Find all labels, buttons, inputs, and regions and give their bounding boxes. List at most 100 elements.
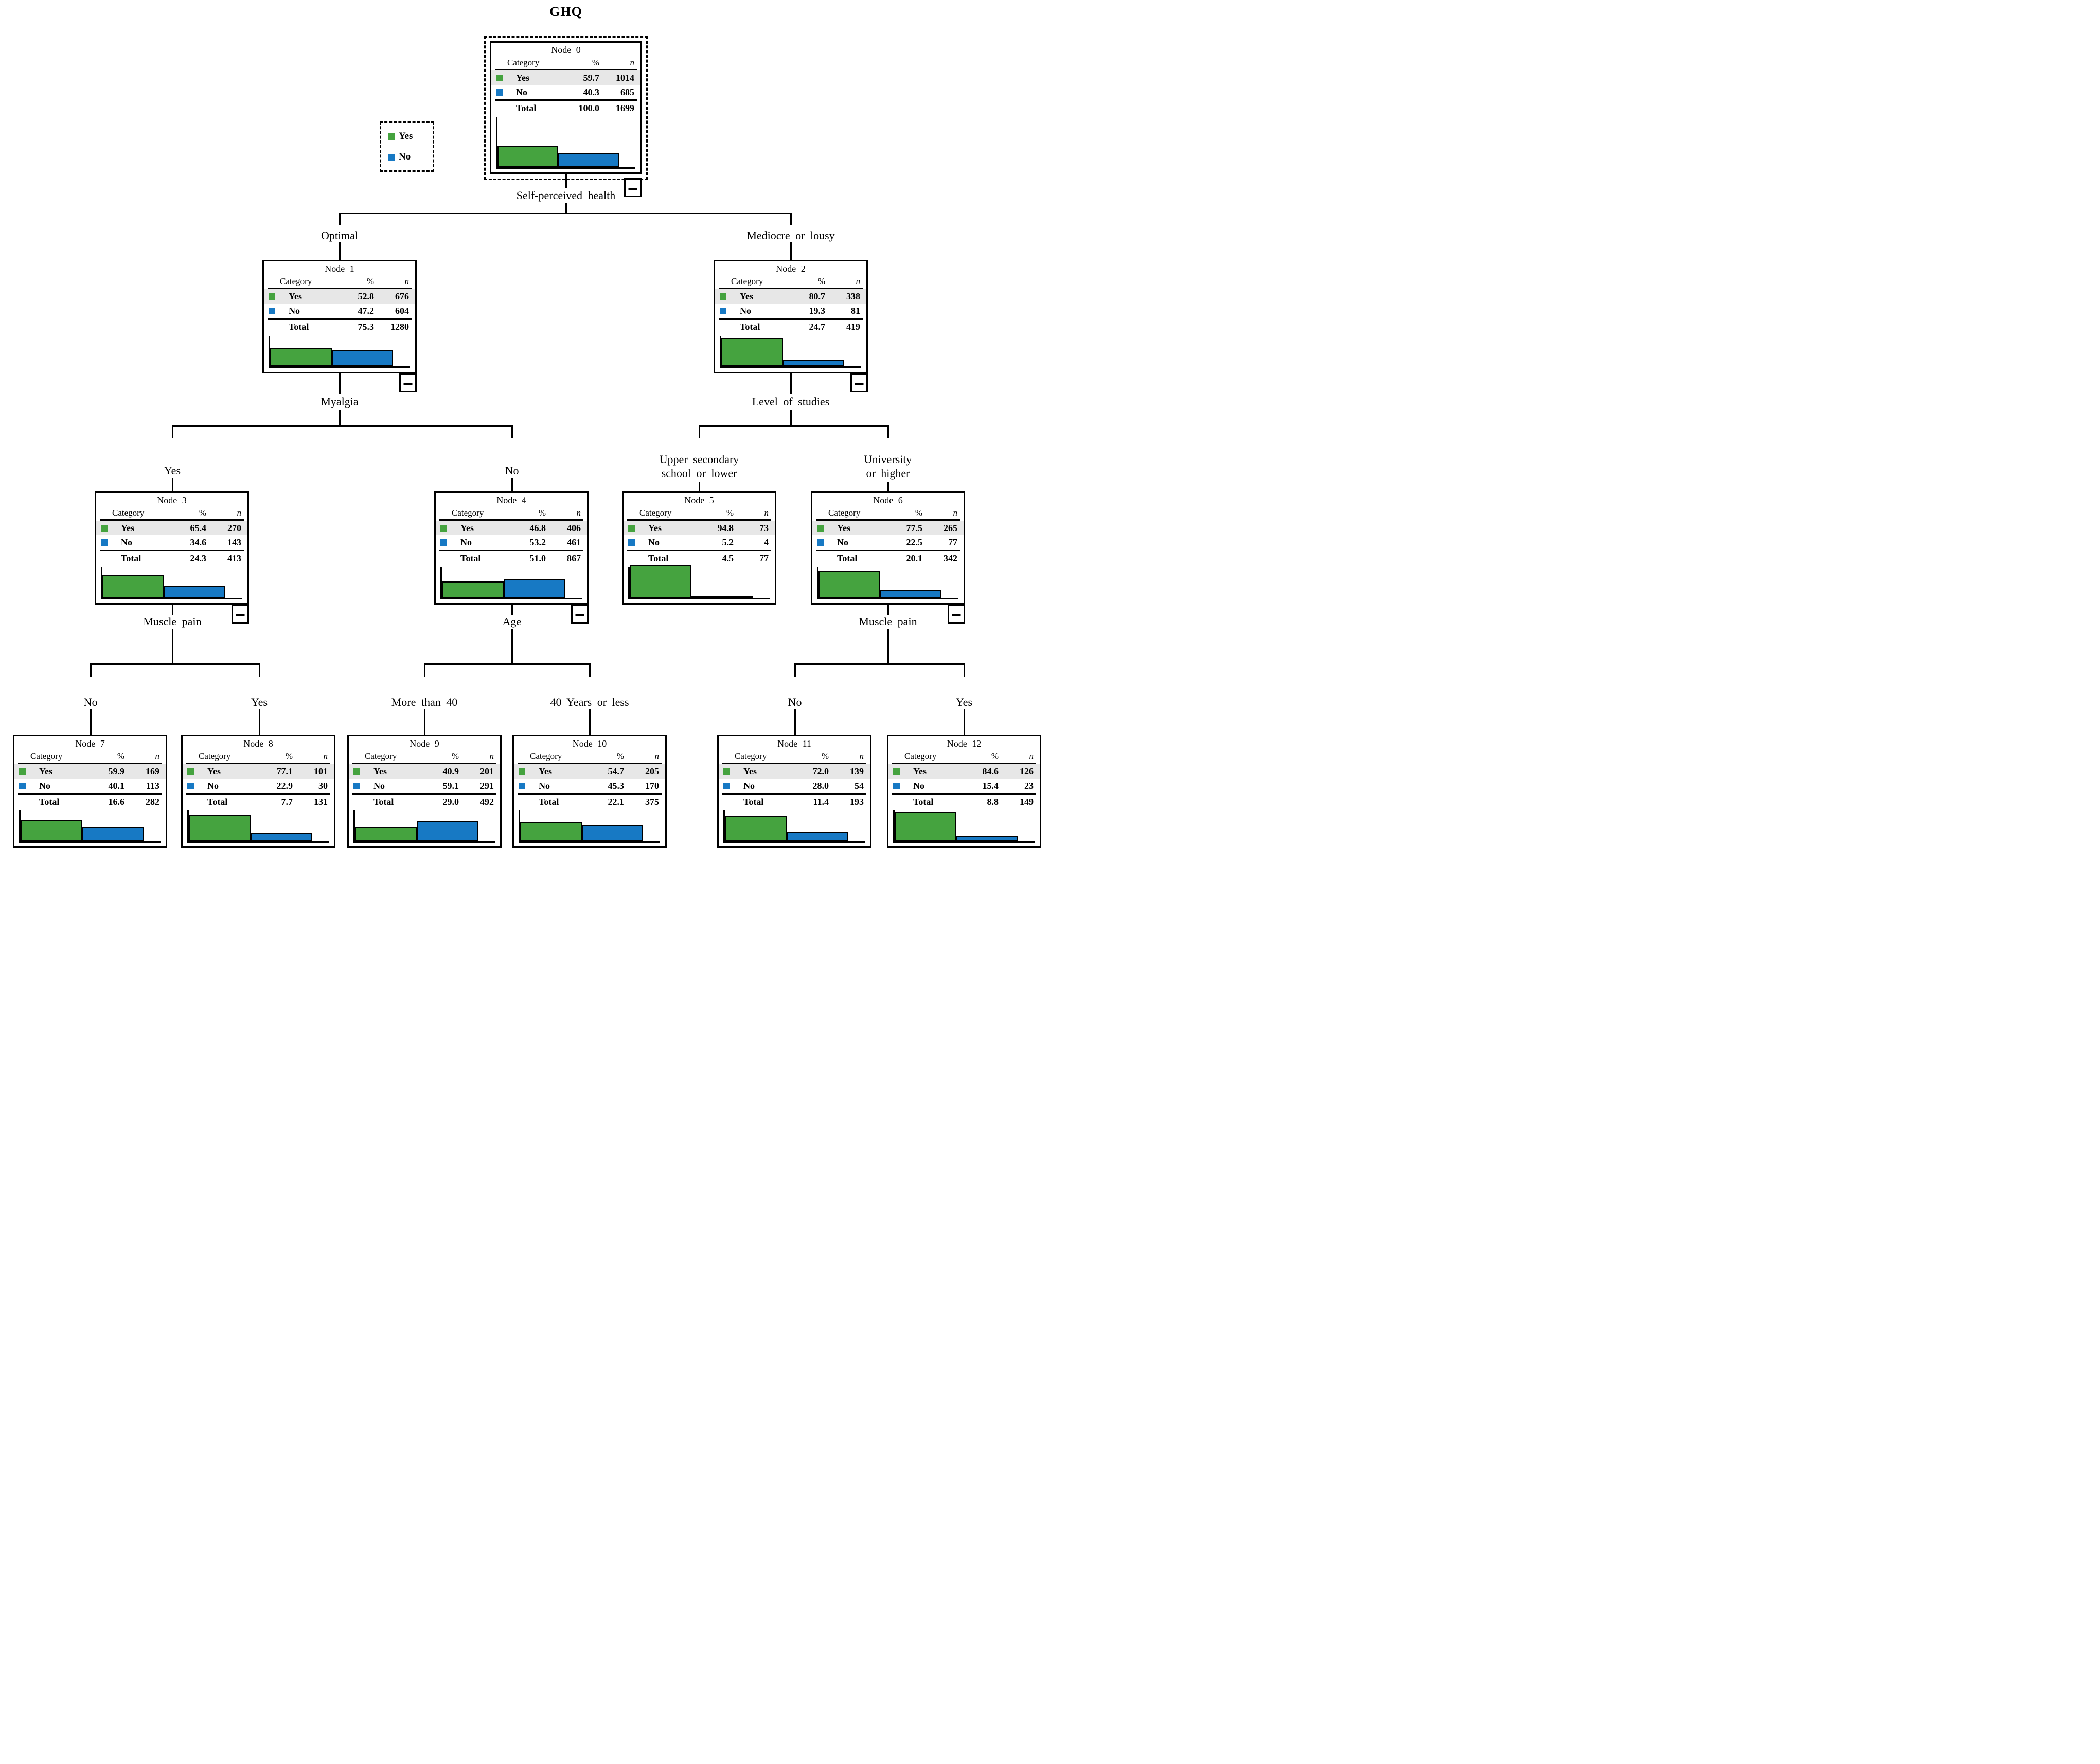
collapse-button[interactable]: [232, 605, 249, 624]
node-title: Node 3: [157, 495, 187, 505]
column-header-category: Category: [828, 507, 861, 518]
no-color-swatch-icon: [723, 782, 730, 789]
node-title: Node 12: [947, 738, 982, 749]
no-row-percent: 34.6: [190, 537, 207, 548]
no-row-label: No: [516, 86, 527, 97]
total-row-label: Total: [460, 553, 481, 563]
table-rule: [495, 69, 637, 70]
yes-row: Yes 77.5 265: [812, 521, 964, 535]
yes-row-label: Yes: [289, 291, 302, 302]
no-row-percent: 53.2: [529, 537, 546, 548]
no-row-count: 685: [620, 86, 634, 97]
yes-bar: [270, 348, 332, 366]
collapse-button[interactable]: [571, 605, 589, 624]
yes-row-count: 101: [314, 766, 328, 777]
yes-row-percent: 46.8: [529, 522, 546, 533]
yes-row-count: 169: [146, 766, 159, 777]
yes-row-count: 265: [944, 522, 957, 533]
node-title: Node 1: [325, 263, 354, 274]
split-label-muscle-pain-right: Muscle pain: [859, 615, 917, 628]
table-header-row: Category % n: [264, 275, 415, 288]
yes-color-swatch-icon: [496, 74, 503, 81]
no-bar: [782, 359, 845, 366]
table-rule: [722, 763, 866, 764]
no-row-label: No: [373, 780, 385, 791]
yes-row-label: Yes: [743, 766, 757, 777]
no-bar: [250, 833, 312, 841]
no-bar: [558, 153, 619, 167]
connector-line: [511, 605, 513, 615]
table-header-row: Category % n: [436, 506, 587, 519]
node-bar-chart: [893, 810, 1035, 843]
collapse-button[interactable]: [850, 373, 868, 392]
total-row: Total 20.1 342: [812, 551, 964, 566]
total-row-label: Total: [740, 321, 760, 332]
collapse-button[interactable]: [948, 605, 965, 624]
table-rule: [627, 519, 771, 521]
total-row: Total 22.1 375: [514, 795, 665, 809]
no-color-swatch-icon: [720, 307, 726, 314]
yes-color-swatch-icon: [440, 524, 447, 532]
yes-row: Yes 84.6 126: [888, 764, 1040, 779]
no-row: No 19.3 81: [715, 304, 866, 318]
total-row-percent: 75.3: [358, 321, 375, 332]
collapse-minus-icon: [855, 382, 864, 385]
node-title: Node 7: [75, 738, 105, 749]
total-row-count: 1699: [616, 102, 634, 113]
column-header-category: Category: [904, 751, 937, 761]
yes-row-percent: 40.9: [442, 766, 459, 777]
tree-node: Node 5 Category % n Yes 94.8 73 No 5.2 4…: [622, 491, 776, 605]
column-header-category: Category: [30, 751, 63, 761]
no-bar: [691, 596, 753, 598]
total-row: Total 16.6 282: [14, 795, 166, 809]
yes-row-label: Yes: [648, 522, 662, 533]
no-color-swatch-icon: [101, 539, 108, 546]
column-header-n: n: [489, 751, 494, 761]
column-header-n: n: [856, 276, 861, 286]
branch-label-myalgia-no: No: [505, 464, 519, 477]
yes-row-count: 73: [759, 522, 769, 533]
column-header-n: n: [654, 751, 660, 761]
no-row-label: No: [289, 305, 300, 316]
node-title: Node 4: [496, 495, 526, 505]
table-rule: [18, 793, 162, 795]
yes-row-percent: 94.8: [717, 522, 734, 533]
collapse-button[interactable]: [624, 178, 642, 197]
node-bar-chart: [440, 567, 582, 599]
table-header-row: Category % n: [514, 750, 665, 763]
yes-row: Yes 54.7 205: [514, 764, 665, 779]
yes-color-swatch-icon: [817, 524, 824, 532]
column-header-category: Category: [639, 507, 672, 518]
yes-row-count: 126: [1020, 766, 1034, 777]
total-row: Total 51.0 867: [436, 551, 587, 566]
node-title: Node 6: [873, 495, 903, 505]
yes-row: Yes 94.8 73: [624, 521, 775, 535]
column-header-category: Category: [280, 276, 312, 286]
total-row-label: Total: [539, 796, 559, 807]
no-bar: [786, 831, 848, 841]
yes-row: Yes 40.9 201: [349, 764, 500, 779]
no-row-label: No: [740, 305, 751, 316]
node-bar-chart: [19, 810, 161, 843]
no-row-percent: 19.3: [809, 305, 826, 316]
connector-line: [423, 663, 591, 665]
table-rule: [892, 793, 1036, 795]
column-header-n: n: [404, 276, 410, 286]
connector-line: [423, 664, 425, 677]
connector-line: [171, 605, 173, 615]
yes-row-percent: 52.8: [358, 291, 375, 302]
collapse-button[interactable]: [399, 373, 417, 392]
table-rule: [18, 763, 162, 764]
yes-color-swatch-icon: [353, 768, 360, 775]
legend-item-yes: Yes: [388, 131, 433, 142]
connector-line: [698, 425, 889, 427]
decision-tree-canvas: GHQ Yes No Self-perceived health Myalgia…: [0, 0, 1050, 882]
table-rule: [439, 550, 583, 551]
table-rule: [268, 288, 412, 289]
yes-row-label: Yes: [207, 766, 221, 777]
yes-row-count: 1014: [616, 72, 634, 83]
node-bar-chart: [101, 567, 242, 599]
total-row-percent: 51.0: [529, 553, 546, 563]
branch-label-optimal: Optimal: [321, 229, 359, 242]
table-rule: [627, 550, 771, 551]
